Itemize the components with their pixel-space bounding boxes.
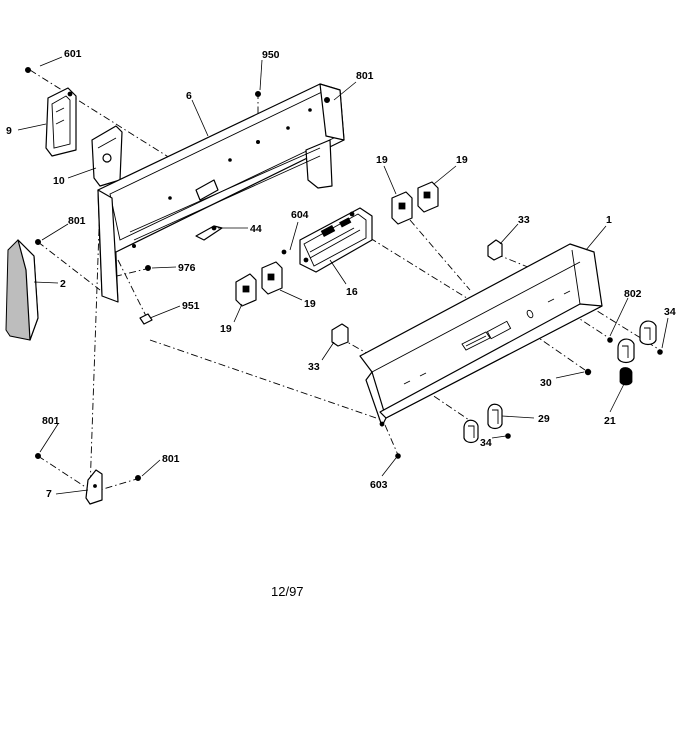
callout-16: 16: [346, 286, 358, 298]
lower-bracket-part-7: [85, 469, 103, 505]
callout-19-bottom-right: 19: [304, 298, 316, 310]
callout-21: 21: [604, 415, 616, 427]
callout-951: 951: [182, 300, 200, 312]
knob-part-21: [619, 367, 633, 386]
callout-976: 976: [178, 262, 196, 274]
leader-lines: [17, 56, 669, 495]
knob-right-b: [639, 320, 657, 346]
callout-29: 29: [538, 413, 550, 425]
hardware: [24, 67, 663, 481]
callout-7: 7: [46, 488, 52, 500]
callout-603: 603: [370, 479, 388, 491]
end-bracket-part-9: [45, 87, 77, 157]
callout-801-bottom-left: 801: [42, 415, 60, 427]
callout-labels: 601 9 10 6 950 801 19 19 801 2 44 604 33…: [6, 48, 676, 500]
switch-part-19-a: [391, 191, 413, 225]
callout-34-right: 34: [664, 306, 676, 318]
callout-2: 2: [60, 278, 66, 290]
knob-right-a: [617, 338, 635, 364]
callout-950: 950: [262, 49, 280, 61]
callout-601: 601: [64, 48, 82, 60]
callout-30: 30: [540, 377, 552, 389]
callout-6: 6: [186, 90, 192, 102]
callout-34-bottom: 34: [480, 437, 492, 449]
date-code: 12/97: [271, 584, 304, 599]
callout-9: 9: [6, 125, 12, 137]
callout-801-left: 801: [68, 215, 86, 227]
callout-802: 802: [624, 288, 642, 300]
callout-33-bottom: 33: [308, 361, 320, 373]
callout-604: 604: [291, 209, 309, 221]
callout-801-top: 801: [356, 70, 374, 82]
control-panel-part-1: [359, 243, 603, 427]
callout-19-bottom-left: 19: [220, 323, 232, 335]
callout-19-top-right: 19: [456, 154, 468, 166]
switch-part-19-d: [261, 261, 283, 295]
switch-part-19-c: [235, 273, 257, 307]
knob-knob-lower: [463, 419, 479, 444]
control-board-part-16: [299, 207, 373, 273]
switch-part-19-b: [417, 181, 439, 213]
backguard-frame-part-6: [97, 83, 345, 303]
callout-33-top: 33: [518, 214, 530, 226]
side-trim-part-2: [5, 239, 39, 341]
callout-19-top-left: 19: [376, 154, 388, 166]
bracket-part-10: [91, 125, 123, 187]
knob-part-29: [487, 403, 503, 430]
callout-44: 44: [250, 223, 262, 235]
callout-801-bottom: 801: [162, 453, 180, 465]
callout-10: 10: [53, 175, 65, 187]
callout-1: 1: [606, 214, 612, 226]
clip-part-33-b: [331, 323, 349, 347]
clip-part-33-a: [487, 239, 503, 261]
